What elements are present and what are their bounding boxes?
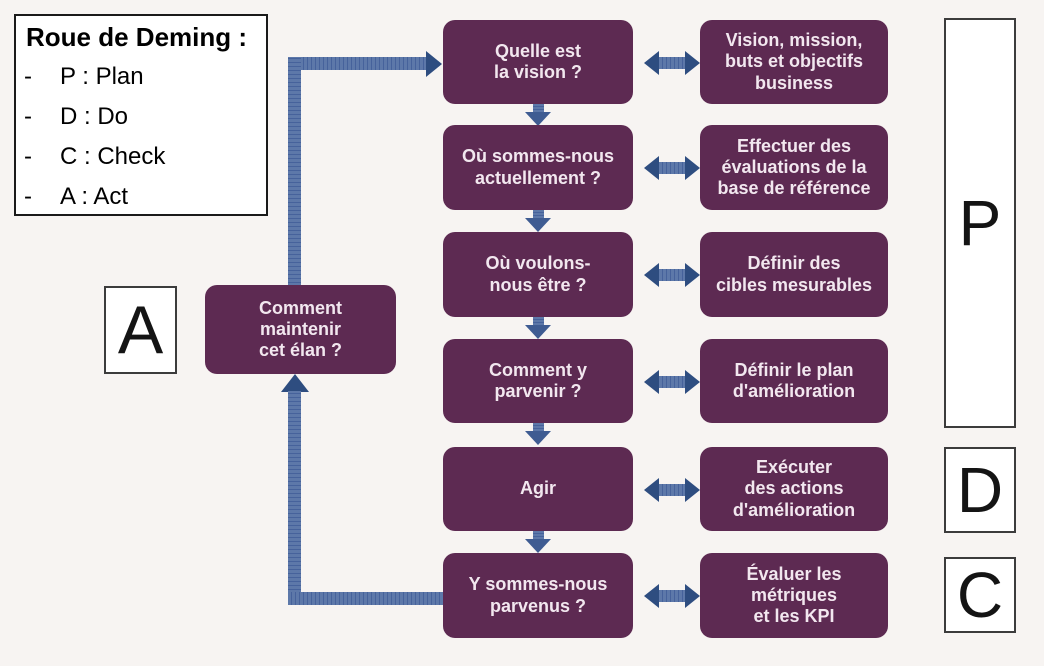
legend-item-label: C : Check [60, 143, 166, 170]
left-right-arrow-icon [644, 156, 700, 180]
legend-item: - P : Plan [24, 57, 254, 97]
feedback-arrowhead-up-icon [281, 374, 309, 392]
left-right-arrow-icon [644, 51, 700, 75]
node-action-1: Vision, mission, buts et objectifs busin… [700, 20, 888, 104]
legend-box: Roue de Deming : - P : Plan - D : Do - C… [14, 14, 268, 216]
act-letter-box: A [104, 286, 177, 374]
letter-d-label: D [956, 454, 1004, 526]
feedback-arrow-upper-vertical-segment [288, 57, 301, 286]
feedback-arrow-lower-vertical-segment [288, 391, 301, 605]
node-action-3: Définir des cibles mesurables [700, 232, 888, 317]
node-question-3: Où voulons- nous être ? [443, 232, 633, 317]
legend-bullet: - [24, 103, 32, 130]
left-right-arrow-icon [644, 370, 700, 394]
letter-a-label: A [117, 292, 164, 368]
down-arrow-icon [525, 103, 551, 126]
phase-box-check: C [944, 557, 1016, 633]
node-action-4: Définir le plan d'amélioration [700, 339, 888, 423]
legend-item-label: A : Act [60, 183, 129, 210]
feedback-arrow-bottom-segment [288, 592, 444, 605]
node-action-5: Exécuter des actions d'amélioration [700, 447, 888, 531]
node-question-6: Y sommes-nous parvenus ? [443, 553, 633, 638]
down-arrow-icon [525, 316, 551, 339]
down-arrow-icon [525, 422, 551, 445]
legend-item: - C : Check [24, 137, 254, 177]
legend-item: - A : Act [24, 177, 254, 217]
node-question-1: Quelle est la vision ? [443, 20, 633, 104]
legend-bullet: - [24, 63, 32, 90]
node-question-4: Comment y parvenir ? [443, 339, 633, 423]
phase-box-do: D [944, 447, 1016, 533]
down-arrow-icon [525, 530, 551, 553]
letter-c-label: C [956, 559, 1004, 631]
phase-box-plan: P [944, 18, 1016, 428]
legend-item: - D : Do [24, 97, 254, 137]
legend-item-label: P : Plan [60, 63, 144, 90]
legend-title: Roue de Deming : [26, 22, 248, 52]
node-action-2: Effectuer des évaluations de la base de … [700, 125, 888, 210]
feedback-arrow-top-segment [288, 57, 426, 70]
node-action-6: Évaluer les métriques et les KPI [700, 553, 888, 638]
node-question-5: Agir [443, 447, 633, 531]
letter-p-label: P [958, 187, 1002, 259]
left-right-arrow-icon [644, 584, 700, 608]
node-question-2: Où sommes-nous actuellement ? [443, 125, 633, 210]
legend-bullet: - [24, 183, 32, 210]
node-maintain-momentum: Comment maintenir cet élan ? [205, 285, 396, 374]
legend-item-label: D : Do [60, 103, 129, 130]
left-right-arrow-icon [644, 263, 700, 287]
feedback-arrowhead-right-icon [426, 51, 442, 77]
left-right-arrow-icon [644, 478, 700, 502]
legend-bullet: - [24, 143, 32, 170]
down-arrow-icon [525, 209, 551, 232]
